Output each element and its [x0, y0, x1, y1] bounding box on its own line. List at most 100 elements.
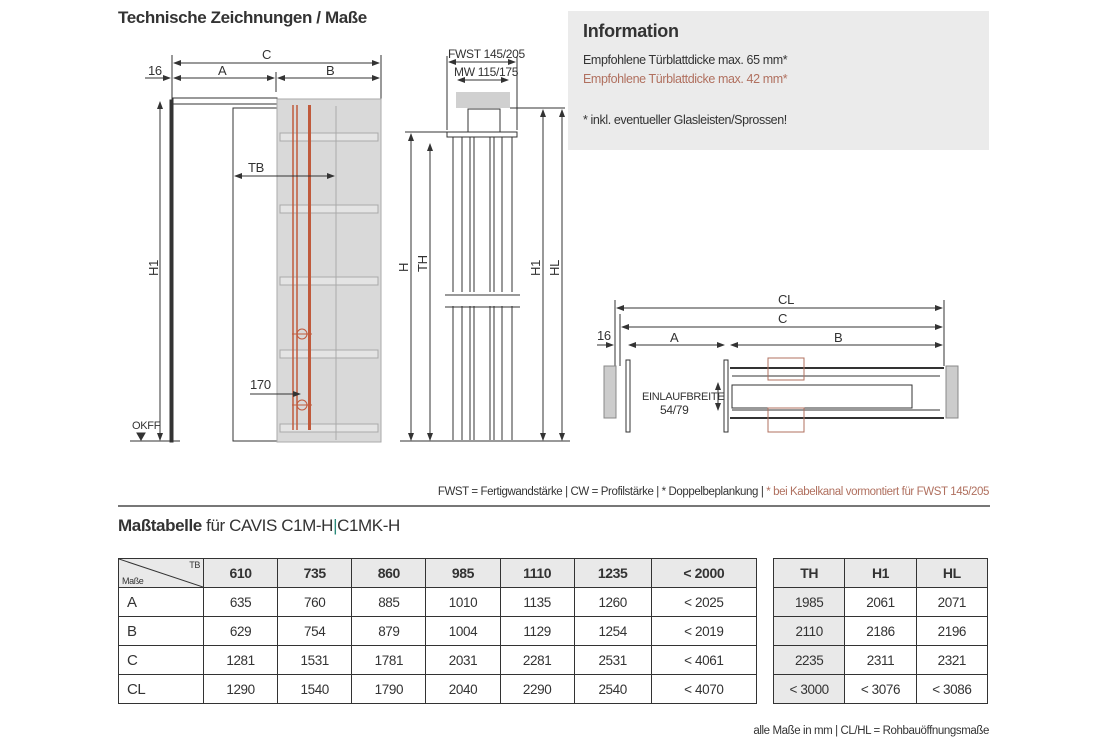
einlaufbreite-value: 54/79 — [660, 403, 689, 417]
dim-h: H — [396, 263, 411, 272]
table-cell: 885 — [351, 587, 427, 617]
row-label: C — [118, 645, 204, 675]
table-title-bold: Maßtabelle — [118, 516, 202, 535]
table-cell: 1260 — [573, 587, 652, 617]
technical-drawings: C A B 16 H1 TB 170 OKFF FWST 145/205 MW … — [130, 47, 959, 443]
tb-header: 1235 — [573, 558, 652, 588]
tb-header: 735 — [277, 558, 353, 588]
table-cell: < 4061 — [650, 645, 758, 675]
table-cell: 760 — [277, 587, 353, 617]
dim-c-plan: C — [778, 311, 787, 326]
table-cell: 1985 — [772, 587, 846, 617]
units-note: alle Maße in mm | CL/HL = Rohbauöffnungs… — [753, 725, 989, 737]
table-cell: 1135 — [499, 587, 575, 617]
legend-main: FWST = Fertigwandstärke | CW = Profilstä… — [437, 486, 767, 498]
dim-h1: H1 — [146, 260, 161, 276]
table-cell: 2031 — [425, 645, 501, 675]
height-header: HL — [915, 558, 989, 588]
table-cell: < 3076 — [844, 674, 917, 704]
table-cell: 2186 — [844, 616, 917, 646]
table-cell: 1781 — [351, 645, 427, 675]
info-line-65mm: Empfohlene Türblattdicke max. 65 mm* — [583, 53, 788, 67]
table-cell: 635 — [202, 587, 279, 617]
table-cell: 2321 — [915, 645, 989, 675]
dim-a: A — [218, 63, 227, 78]
table-cell: 2196 — [915, 616, 989, 646]
table-cell: 1129 — [499, 616, 575, 646]
table-cell: 2061 — [844, 587, 917, 617]
dim-tb: TB — [248, 160, 264, 175]
tb-header: 610 — [202, 558, 279, 588]
dim-16: 16 — [148, 63, 162, 78]
tb-header: < 2000 — [650, 558, 758, 588]
table-title: Maßtabelle für CAVIS C1M-H|C1MK-H — [118, 516, 400, 536]
front-elevation-drawing — [130, 55, 382, 443]
dim-170: 170 — [250, 377, 271, 392]
corner-tb: TB — [189, 560, 200, 570]
table-cell: < 3000 — [772, 674, 846, 704]
dim-th: TH — [415, 255, 430, 272]
table-cell: 2540 — [573, 674, 652, 704]
tb-header: 985 — [425, 558, 501, 588]
table-cell: 2531 — [573, 645, 652, 675]
table-cell: 1004 — [425, 616, 501, 646]
table-cell: 2110 — [772, 616, 846, 646]
table-cell: < 2019 — [650, 616, 758, 646]
table-title-product: für CAVIS C1M-H — [201, 516, 334, 535]
plan-drawing — [597, 300, 959, 433]
divider — [118, 505, 990, 507]
dim-16-plan: 16 — [597, 328, 611, 343]
dim-b-plan: B — [834, 330, 842, 345]
okff-label: OKFF — [132, 420, 161, 432]
row-label: CL — [118, 674, 204, 704]
einlaufbreite-label: EINLAUFBREITE — [642, 391, 724, 403]
corner-header: TB Maße — [118, 558, 204, 588]
dim-c: C — [262, 47, 271, 62]
table-row: < 3000< 3076< 3086 — [772, 674, 989, 704]
table-cell: 2040 — [425, 674, 501, 704]
table-cell: 2235 — [772, 645, 846, 675]
tb-header: 1110 — [499, 558, 575, 588]
table-cell: 2311 — [844, 645, 917, 675]
table-cell: 1540 — [277, 674, 353, 704]
table-cell: 1790 — [351, 674, 427, 704]
info-title: Information — [583, 21, 679, 41]
legend-accent: * bei Kabelkanal vormontiert für FWST 14… — [766, 486, 989, 498]
dim-hl: HL — [547, 260, 562, 276]
drawings-heading: Technische Zeichnungen / Maße — [118, 8, 367, 27]
row-label: A — [118, 587, 204, 617]
dim-b: B — [326, 63, 334, 78]
tb-header: 860 — [351, 558, 427, 588]
row-label: B — [118, 616, 204, 646]
dim-h1-section: H1 — [528, 260, 543, 276]
table-cell: < 3086 — [915, 674, 989, 704]
dim-a-plan: A — [670, 330, 679, 345]
information-box: Information Empfohlene Türblattdicke max… — [568, 11, 989, 150]
table-title-product2: C1MK-H — [337, 516, 400, 535]
table-cell: 2290 — [499, 674, 575, 704]
table-cell: 879 — [351, 616, 427, 646]
table-cell: 1531 — [277, 645, 353, 675]
table-cell: < 2025 — [650, 587, 758, 617]
section-drawing — [400, 56, 570, 442]
dim-mw: MW 115/175 — [454, 65, 519, 79]
table-cell: < 4070 — [650, 674, 758, 704]
table-cell: 629 — [202, 616, 279, 646]
table-cell: 1254 — [573, 616, 652, 646]
dim-cl: CL — [778, 292, 794, 307]
info-note: * inkl. eventueller Glasleisten/Sprossen… — [583, 113, 787, 127]
table-cell: 2071 — [915, 587, 989, 617]
info-line-42mm: Empfohlene Türblattdicke max. 42 mm* — [583, 72, 788, 86]
height-header: TH — [772, 558, 846, 588]
table-title-separator: | — [333, 516, 338, 535]
table-cell: 1010 — [425, 587, 501, 617]
corner-masse: Maße — [122, 576, 144, 586]
